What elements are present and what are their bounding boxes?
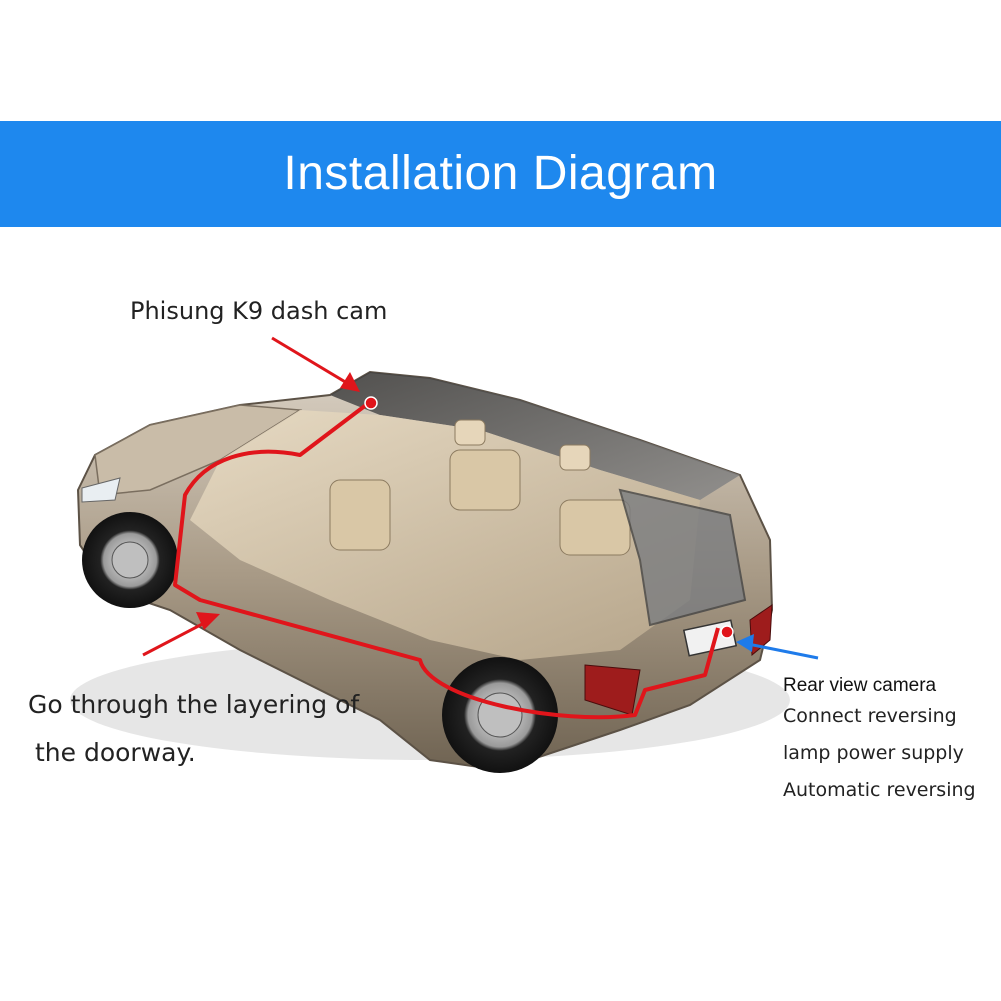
- rear-camera-title: Rear view camera: [783, 675, 937, 696]
- middle-seat: [449, 449, 521, 511]
- rear-camera-note-line3: Automatic reversing: [783, 779, 976, 801]
- front-seat: [329, 479, 391, 551]
- rear-camera-note-line1: Connect reversing: [783, 705, 957, 727]
- headlight: [81, 477, 121, 503]
- rear-camera-note-line2: lamp power supply: [783, 742, 964, 764]
- rear-window: [618, 488, 747, 627]
- rear-camera-arrow: [736, 634, 819, 660]
- headrest: [559, 444, 591, 471]
- car-roof: [330, 372, 740, 500]
- dash-cam-marker: [364, 396, 378, 410]
- dash-cam-arrow: [271, 336, 360, 392]
- rear-seat: [559, 499, 631, 556]
- title-banner: Installation Diagram: [0, 121, 1001, 227]
- wiring-route: [173, 400, 720, 720]
- car-interior: [190, 410, 700, 660]
- rear-wheel: [442, 657, 558, 773]
- rear-camera-marker: [720, 625, 734, 639]
- doorway-arrow: [142, 612, 220, 657]
- dash-cam-label: Phisung K9 dash cam: [130, 297, 388, 325]
- headrest: [454, 419, 486, 446]
- doorway-label-line2: the doorway.: [35, 738, 196, 767]
- banner-title: Installation Diagram: [283, 147, 718, 200]
- front-wheel: [82, 512, 178, 608]
- doorway-label-line1: Go through the layering of: [28, 690, 360, 719]
